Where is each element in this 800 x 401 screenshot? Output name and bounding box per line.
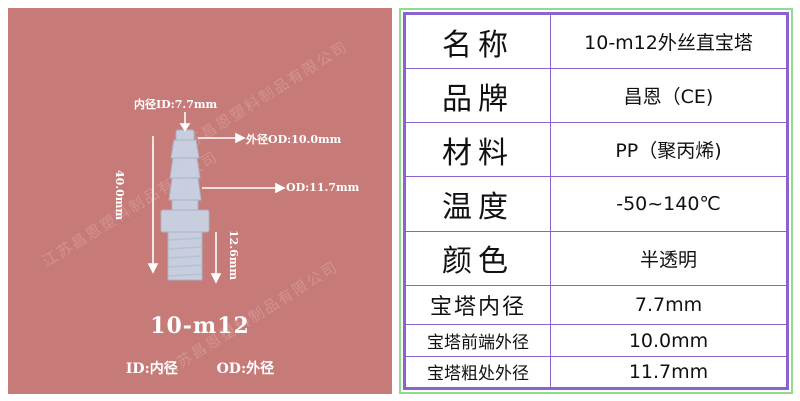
- spec-key-material: 材料: [405, 122, 551, 178]
- spec-key-brand: 品牌: [405, 68, 551, 124]
- table-row: 温度 -50~140℃: [405, 176, 787, 232]
- table-row: 品牌 昌恩（CE): [405, 68, 787, 124]
- table-row: 宝塔前端外径 10.0mm: [405, 324, 787, 357]
- spec-key-barb-id: 宝塔内径: [405, 284, 551, 326]
- spec-value-material: PP（聚丙烯): [550, 122, 787, 178]
- hose-fitting-illustration: [147, 112, 286, 284]
- spec-key-name: 名称: [405, 13, 551, 70]
- spec-key-front-od: 宝塔前端外径: [405, 324, 551, 357]
- model-number: 10-m12: [150, 313, 250, 339]
- legend-od: OD:外径: [216, 361, 275, 377]
- product-diagram-panel: 江苏昌恩塑料制品有限公司 江苏昌恩塑料制品有限公司 江苏昌恩塑料制品有限公司: [8, 8, 392, 394]
- table-row: 宝塔内径 7.7mm: [405, 284, 787, 326]
- diameter-legend: ID:内径 OD:外径: [8, 358, 392, 378]
- spec-value-color: 半透明: [550, 230, 787, 286]
- spec-value-temperature: -50~140℃: [550, 176, 787, 232]
- spec-key-temperature: 温度: [405, 176, 551, 232]
- table-row: 名称 10-m12外丝直宝塔: [405, 13, 787, 70]
- spec-key-color: 颜色: [405, 230, 551, 286]
- thread-length-label: 12.6mm: [227, 230, 240, 281]
- table-row: 材料 PP（聚丙烯): [405, 122, 787, 178]
- spec-key-rough-od: 宝塔粗处外径: [405, 355, 551, 389]
- spec-value-rough-od: 11.7mm: [550, 355, 787, 389]
- spec-value-brand: 昌恩（CE): [550, 68, 787, 124]
- spec-value-barb-id: 7.7mm: [550, 284, 787, 326]
- spec-value-front-od: 10.0mm: [550, 324, 787, 357]
- legend-id: ID:内径: [125, 361, 178, 377]
- front-outer-diameter-label: 外径OD:10.0mm: [246, 133, 342, 146]
- length-label: 40.0mm: [113, 170, 126, 221]
- spec-value-name: 10-m12外丝直宝塔: [550, 13, 787, 70]
- spec-table-frame: 名称 10-m12外丝直宝塔 品牌 昌恩（CE) 材料 PP（聚丙烯) 温度 -…: [399, 8, 793, 394]
- inner-diameter-label: 内径ID:7.7mm: [134, 98, 218, 111]
- table-row: 宝塔粗处外径 11.7mm: [405, 355, 787, 389]
- spec-table: 名称 10-m12外丝直宝塔 品牌 昌恩（CE) 材料 PP（聚丙烯) 温度 -…: [405, 13, 787, 389]
- rough-outer-diameter-label: OD:11.7mm: [286, 181, 360, 194]
- table-row: 颜色 半透明: [405, 230, 787, 286]
